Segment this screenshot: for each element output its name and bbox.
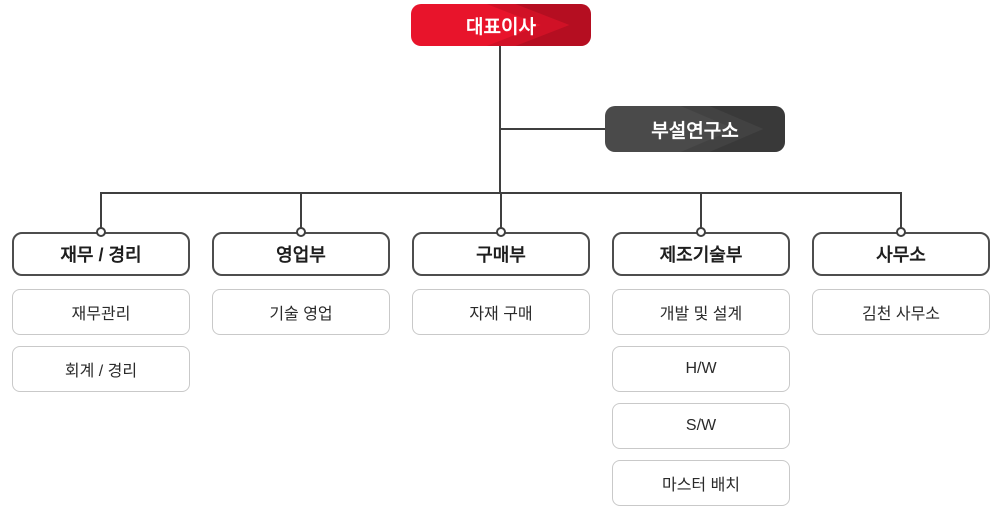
sub-department-label: 기술 영업 <box>269 306 333 323</box>
department-column-purchasing: 구매부 자재 구매 <box>412 227 590 346</box>
connector-drop-1 <box>100 192 102 229</box>
sub-department-box: 재무관리 <box>12 289 190 335</box>
sub-department-box: 회계 / 경리 <box>12 346 190 392</box>
connector-node-icon <box>696 227 706 237</box>
department-column-finance: 재무 / 경리 재무관리 회계 / 경리 <box>12 227 190 403</box>
connector-node-icon <box>896 227 906 237</box>
department-box: 사무소 <box>812 232 990 276</box>
connector-drop-5 <box>900 192 902 229</box>
department-label: 구매부 <box>476 245 526 265</box>
sub-department-box: 마스터 배치 <box>612 460 790 506</box>
sub-department-label: 자재 구매 <box>469 306 533 323</box>
connector-node-icon <box>496 227 506 237</box>
department-box: 영업부 <box>212 232 390 276</box>
department-box: 재무 / 경리 <box>12 232 190 276</box>
department-label: 재무 / 경리 <box>60 245 142 265</box>
sub-department-box: H/W <box>612 346 790 392</box>
sub-department-box: 기술 영업 <box>212 289 390 335</box>
department-label: 사무소 <box>876 245 926 265</box>
connector-drop-3 <box>500 192 502 229</box>
ceo-box: 대표이사 <box>411 4 591 46</box>
sub-department-label: 재무관리 <box>71 306 131 323</box>
sub-department-label: 김천 사무소 <box>861 306 941 323</box>
connector-node-icon <box>296 227 306 237</box>
sub-department-box: 자재 구매 <box>412 289 590 335</box>
department-column-manufacturing: 제조기술부 개발 및 설계 H/W S/W 마스터 배치 <box>612 227 790 510</box>
ceo-label: 대표이사 <box>466 16 536 38</box>
department-box: 구매부 <box>412 232 590 276</box>
department-label: 제조기술부 <box>659 245 743 265</box>
department-column-sales: 영업부 기술 영업 <box>212 227 390 346</box>
sub-department-label: 개발 및 설계 <box>659 306 743 323</box>
connector-drop-2 <box>300 192 302 229</box>
connector-research-branch <box>500 128 605 130</box>
sub-department-label: S/W <box>685 417 717 434</box>
sub-department-box: 김천 사무소 <box>812 289 990 335</box>
research-institute-box: 부설연구소 <box>605 106 785 152</box>
sub-department-label: H/W <box>685 360 717 377</box>
sub-department-label: 마스터 배치 <box>661 477 741 494</box>
department-box: 제조기술부 <box>612 232 790 276</box>
department-column-office: 사무소 김천 사무소 <box>812 227 990 346</box>
sub-department-label: 회계 / 경리 <box>64 363 138 380</box>
sub-department-box: S/W <box>612 403 790 449</box>
connector-drop-4 <box>700 192 702 229</box>
department-label: 영업부 <box>276 245 326 265</box>
connector-node-icon <box>96 227 106 237</box>
connector-ceo-vertical <box>499 46 501 192</box>
research-institute-label: 부설연구소 <box>651 120 739 142</box>
sub-department-box: 개발 및 설계 <box>612 289 790 335</box>
